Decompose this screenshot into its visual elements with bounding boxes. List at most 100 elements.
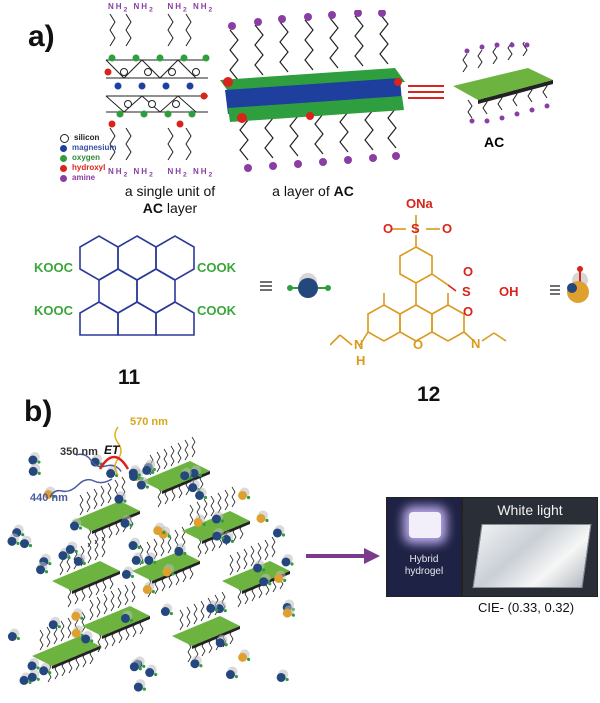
amine-chain bbox=[189, 504, 194, 526]
carboxylate-dot bbox=[153, 560, 157, 564]
fluorophore bbox=[145, 668, 155, 678]
carboxylate-dot bbox=[261, 568, 266, 572]
carboxylate-dot bbox=[142, 687, 146, 691]
amine-chain bbox=[184, 439, 189, 461]
fluorophore bbox=[193, 517, 203, 527]
fluorophore bbox=[238, 490, 248, 500]
amine-chain bbox=[93, 488, 98, 510]
carboxylate-dot bbox=[234, 674, 239, 679]
amine-chain bbox=[243, 548, 248, 570]
fluorophore bbox=[128, 541, 138, 551]
fluorophore bbox=[65, 544, 75, 554]
carboxylate-dot bbox=[169, 611, 173, 616]
compound-12-ona: ONa bbox=[406, 196, 433, 211]
amine-chain bbox=[87, 542, 92, 564]
fluorophore bbox=[128, 468, 138, 478]
carboxylate-dot bbox=[78, 526, 83, 530]
carboxylate-dot bbox=[21, 533, 25, 537]
ac-label: AC bbox=[484, 134, 505, 150]
fluorophore bbox=[276, 672, 286, 682]
fluorophore bbox=[48, 620, 58, 630]
silicon-icon bbox=[60, 133, 69, 143]
fluorophore bbox=[71, 628, 81, 638]
amine-chain bbox=[96, 596, 101, 618]
compound-11-symbol-icon bbox=[260, 273, 331, 298]
amine-chain bbox=[131, 581, 136, 603]
carboxylate-dot bbox=[137, 545, 141, 550]
carboxylate-dot bbox=[224, 643, 228, 647]
carboxylate-dot bbox=[291, 613, 295, 617]
carboxylate-dot bbox=[268, 582, 272, 586]
cie-coordinates: CIE- (0.33, 0.32) bbox=[478, 600, 575, 615]
carboxylate-dot bbox=[90, 639, 94, 643]
amine-chain bbox=[177, 442, 182, 464]
carboxylate-dot bbox=[154, 672, 158, 677]
amine-chain bbox=[39, 629, 44, 651]
fluorophore bbox=[256, 513, 266, 523]
glow-icon bbox=[409, 512, 441, 538]
ac-layer-diagram bbox=[220, 10, 405, 172]
amine-chain bbox=[153, 538, 158, 560]
amine-chain bbox=[257, 542, 262, 564]
ac-sheet-edge bbox=[192, 626, 240, 649]
ac-sheet-edge bbox=[102, 616, 150, 639]
yellow-emission-label: 570 nm bbox=[130, 416, 168, 428]
amine-chain bbox=[87, 526, 92, 548]
fluorophore bbox=[174, 546, 184, 556]
amine-chain bbox=[186, 606, 191, 628]
amine-chain bbox=[224, 489, 229, 511]
carboxylate-dot bbox=[36, 666, 40, 670]
legend-amine: amine bbox=[60, 173, 116, 183]
carboxylate-dot bbox=[246, 495, 251, 500]
compound-11-group-tl: KOOC bbox=[34, 260, 73, 275]
carboxylate-dot bbox=[37, 460, 41, 464]
carboxylate-dot bbox=[189, 476, 193, 480]
carboxylate-dot bbox=[80, 616, 84, 620]
compound-11-group-bl: KOOC bbox=[34, 303, 73, 318]
carboxylate-dot bbox=[82, 561, 86, 565]
carboxylate-dot bbox=[230, 539, 234, 544]
single-unit-diagram bbox=[104, 13, 210, 161]
carboxylate-dot bbox=[67, 556, 71, 560]
carboxylate-dot bbox=[137, 473, 141, 477]
carboxylate-dot bbox=[151, 589, 155, 594]
carboxylate-dot bbox=[162, 530, 166, 535]
compound-11-group-tr: COOK bbox=[197, 260, 236, 275]
blue-emission-label: 440 nm bbox=[30, 492, 68, 504]
amine-chain bbox=[67, 586, 72, 608]
oxygen-icon bbox=[60, 154, 67, 162]
carboxylate-dot bbox=[36, 677, 40, 681]
fluorophore bbox=[90, 457, 100, 467]
carboxylate-dot bbox=[130, 574, 134, 579]
compound-11-number: 11 bbox=[118, 366, 141, 389]
carboxylate-dot bbox=[183, 551, 187, 556]
atom-legend: silicon magnesium oxygen hydroxyl amine bbox=[60, 133, 116, 183]
carboxylate-dot bbox=[198, 473, 202, 477]
amine-chain bbox=[89, 599, 94, 621]
fluorophore bbox=[7, 536, 17, 546]
carboxylate-dot bbox=[37, 471, 41, 476]
amine-chain bbox=[231, 486, 236, 508]
fluorophore bbox=[195, 490, 205, 500]
amine-chain bbox=[124, 584, 129, 606]
carboxylate-dot bbox=[290, 562, 294, 566]
fluorophore bbox=[36, 565, 46, 575]
amine-chain bbox=[46, 626, 51, 648]
ac-sheet-edge bbox=[152, 561, 200, 584]
carboxylate-dot bbox=[129, 618, 134, 623]
compound-12-o-left: O bbox=[383, 221, 394, 236]
compound-12-oh: OH bbox=[499, 284, 519, 299]
carboxylate-dot bbox=[151, 470, 155, 474]
fluorophore bbox=[162, 567, 172, 577]
fluorophore bbox=[27, 661, 37, 671]
amine-chain bbox=[187, 641, 192, 663]
legend-oxygen: oxygen bbox=[60, 153, 116, 163]
carboxylate-dot bbox=[220, 519, 225, 523]
fluorophore bbox=[28, 466, 38, 476]
amine-chain bbox=[94, 539, 99, 561]
carboxylate-dot bbox=[167, 534, 171, 538]
fluorophore bbox=[189, 468, 199, 478]
carboxylate-dot bbox=[285, 677, 289, 682]
